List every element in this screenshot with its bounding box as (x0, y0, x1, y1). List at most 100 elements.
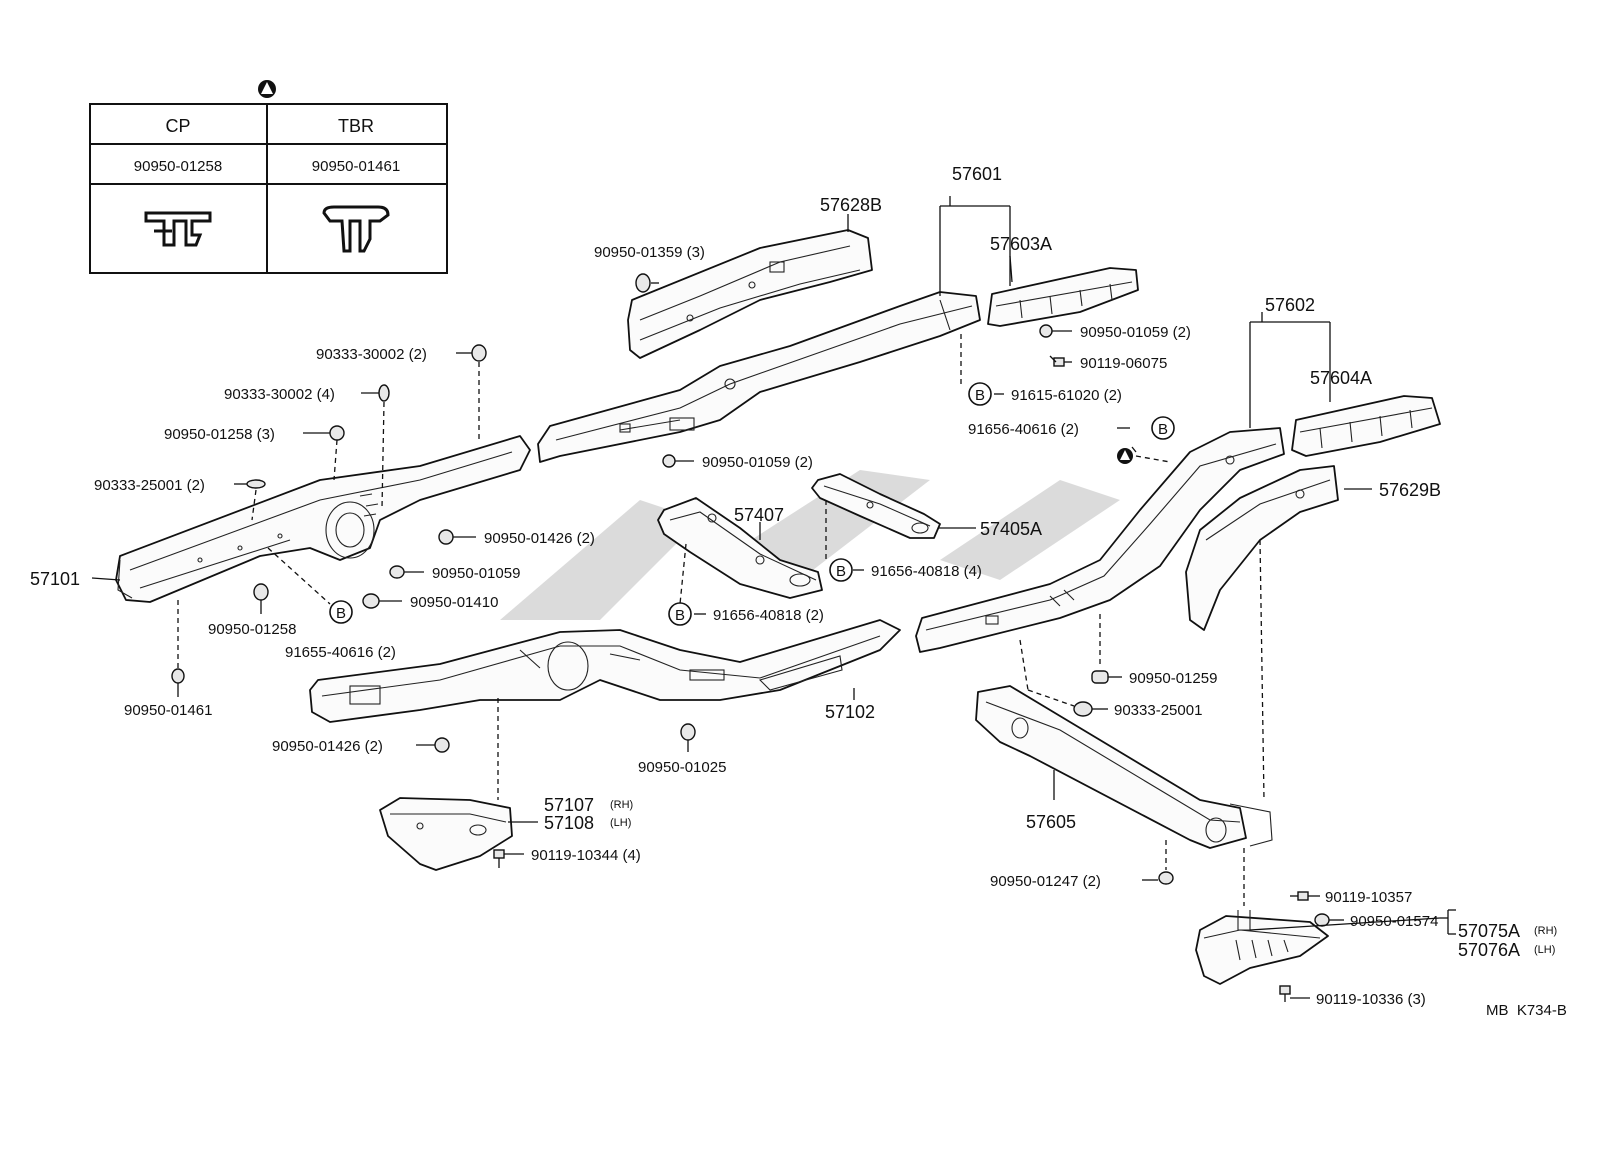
part-57601 (537, 291, 981, 463)
part-57629B (1185, 465, 1339, 631)
label-57076A-side: (LH) (1534, 944, 1555, 956)
plug-icon (378, 384, 390, 402)
legend-col-tbr-header: TBR (338, 116, 374, 136)
grommet-icon (635, 273, 651, 293)
legend-col-cp-header: CP (165, 116, 190, 136)
legend-col-tbr-part: 90950-01461 (312, 158, 400, 175)
clip-icon (329, 425, 345, 441)
label-hw: 90950-01410 (410, 594, 498, 611)
label-hw: 90333-30002 (2) (316, 346, 427, 363)
clip-cp-icon (144, 211, 212, 247)
label-hw: 90950-01059 (432, 565, 520, 582)
grommet-icon (680, 723, 696, 741)
label-hw: 90950-01258 (3) (164, 426, 275, 443)
label-hw: 90950-01359 (3) (594, 244, 705, 261)
label-57405A: 57405A (980, 519, 1042, 539)
label-57108-side: (LH) (610, 817, 631, 829)
plug-icon (246, 479, 266, 489)
leader-lines (91, 196, 1456, 999)
label-57603A: 57603A (990, 234, 1052, 254)
legend-table: CP TBR 90950-01258 90950-01461 (89, 80, 448, 274)
label-hw: 91655-40616 (2) (285, 644, 396, 661)
label-57075A: 57075A (1458, 921, 1520, 941)
label-hw: 91656-40818 (4) (871, 563, 982, 580)
part-57101 (115, 435, 531, 603)
label-57101: 57101 (30, 569, 80, 589)
label-57107: 57107 (544, 795, 594, 815)
label-hw: 90333-30002 (4) (224, 386, 335, 403)
callouts: B B B B B (329, 382, 1175, 626)
clip-icon (171, 668, 185, 684)
bolt-icon (493, 849, 505, 868)
label-hw: 90119-06075 (1080, 355, 1167, 372)
clip-icon (253, 583, 269, 601)
svg-text:B: B (975, 387, 985, 404)
drawing-code: MB K734-B (1486, 1002, 1567, 1019)
label-hw: 90950-01574 (1350, 913, 1438, 930)
label-57107-side: (RH) (610, 799, 633, 811)
part-57605 (975, 685, 1273, 849)
clip-tbr-icon (322, 205, 390, 253)
callout-b: B (329, 600, 353, 624)
svg-text:B: B (1158, 421, 1168, 438)
label-57076A: 57076A (1458, 940, 1520, 960)
label-hw: 90333-25001 (1114, 702, 1202, 719)
nut-icon (389, 565, 405, 579)
legend-marker-icon (258, 80, 276, 98)
label-hw: 90950-01426 (2) (272, 738, 383, 755)
clip-icon (438, 529, 454, 545)
label-hw: 90950-01059 (2) (702, 454, 813, 471)
bolt-icon (1290, 891, 1309, 901)
label-57601: 57601 (952, 164, 1002, 184)
label-hw: 90950-01025 (638, 759, 726, 776)
callout-b: B (968, 382, 992, 406)
svg-text:B: B (836, 563, 846, 580)
label-hw: 90950-01259 (1129, 670, 1217, 687)
label-hw: 90950-01247 (2) (990, 873, 1101, 890)
label-hw: 90119-10344 (4) (531, 847, 641, 864)
plug-icon (471, 344, 487, 362)
bolt-icon (1049, 355, 1065, 367)
legend-col-cp-part: 90950-01258 (134, 158, 222, 175)
label-57605: 57605 (1026, 812, 1076, 832)
label-hw: 90950-01059 (2) (1080, 324, 1191, 341)
bolt-icon (1279, 985, 1291, 1002)
label-57108: 57108 (544, 813, 594, 833)
part-57405A (811, 473, 941, 539)
label-hw: 90119-10336 (3) (1316, 991, 1426, 1008)
part-57075A-57076A (1195, 910, 1329, 985)
callout-b: B (668, 602, 692, 626)
callout-b: B (1151, 416, 1175, 440)
label-57629B: 57629B (1379, 480, 1441, 500)
nut-icon (1314, 913, 1330, 927)
part-57628B (627, 229, 873, 359)
nut-icon (1158, 871, 1174, 885)
label-57628B: 57628B (820, 195, 882, 215)
label-57102: 57102 (825, 702, 875, 722)
callout-b: B (829, 558, 853, 582)
nut-icon (1039, 324, 1053, 338)
label-hw: 91656-40818 (2) (713, 607, 824, 624)
label-hw: 90950-01426 (2) (484, 530, 595, 547)
nut-icon (662, 454, 676, 468)
label-hw: 90119-10357 (1325, 889, 1412, 906)
svg-text:B: B (336, 605, 346, 622)
part-57603A (987, 267, 1139, 327)
part-57107-57108 (379, 797, 513, 871)
label-hw: 91615-61020 (2) (1011, 387, 1122, 404)
legend-marker-icon (1117, 448, 1133, 464)
part-57602 (915, 427, 1285, 653)
label-57075A-side: (RH) (1534, 925, 1557, 937)
label-hw: 90333-25001 (2) (94, 477, 205, 494)
label-57604A: 57604A (1310, 368, 1372, 388)
label-hw: 90950-01258 (208, 621, 296, 638)
svg-text:B: B (675, 607, 685, 624)
part-labels: 57101 57102 57107 (RH) 57108 (LH) 57407 … (30, 164, 1557, 960)
label-57407: 57407 (734, 505, 784, 525)
clip-icon (434, 737, 450, 753)
plug-icon (1073, 701, 1093, 717)
label-hw: 90950-01461 (124, 702, 212, 719)
part-57102 (309, 619, 901, 723)
part-57407 (657, 497, 823, 599)
